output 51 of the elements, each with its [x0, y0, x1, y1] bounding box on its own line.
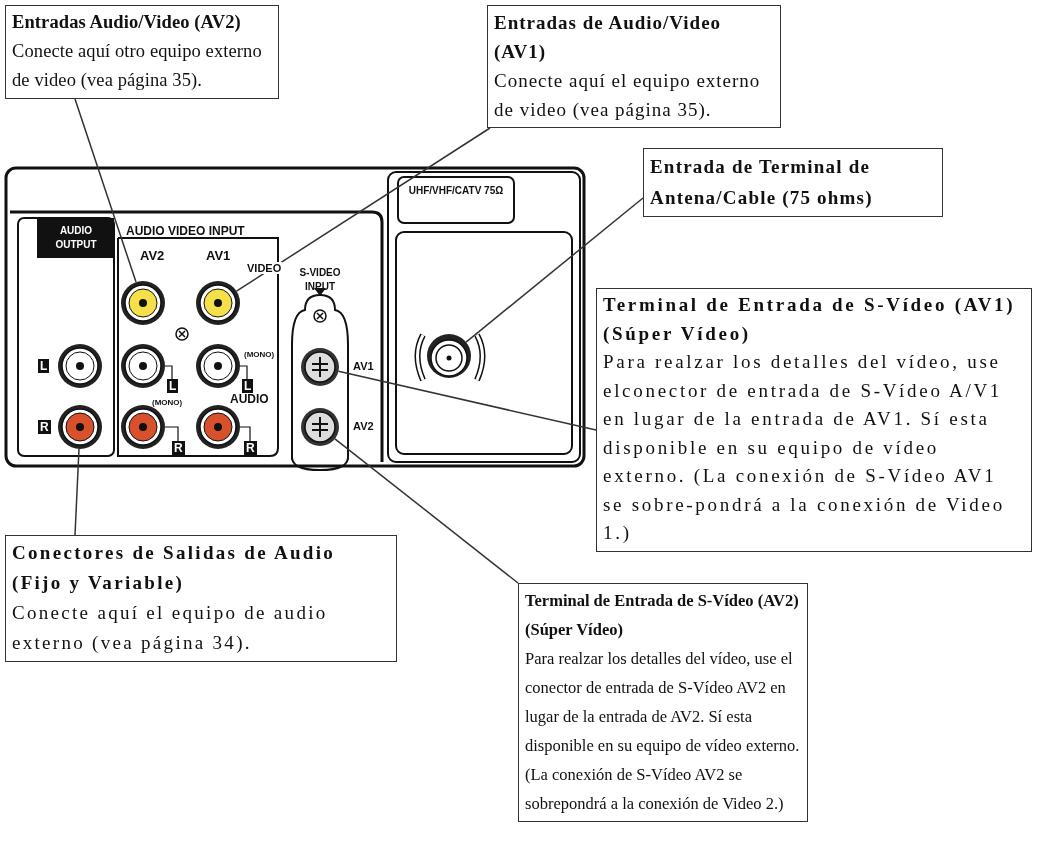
panel-label: VIDEO — [246, 262, 283, 274]
callout-text: Conecte aquí otro equipo externo de video (vea página 35). — [12, 40, 263, 92]
s-video-jack — [301, 408, 339, 446]
callout-heading: Conectores de Salidas de Audio (Fijo y Variable) — [12, 541, 337, 595]
leader-line — [235, 127, 491, 292]
rca-jack — [196, 281, 240, 325]
callout-box — [487, 5, 781, 128]
callout-heading: Entradas de Audio/Video (AV1) — [494, 11, 723, 64]
rca-jack — [58, 344, 102, 388]
panel-label: AV2 — [140, 248, 165, 263]
panel-label: AV1 — [353, 360, 374, 372]
callout-box — [643, 148, 943, 217]
callout-heading: Terminal de Entrada de S-Vídeo (AV2) (Súper Vídeo) — [525, 590, 800, 641]
panel-label: AUDIO — [230, 392, 269, 406]
rca-jack — [58, 405, 102, 449]
callout-box — [5, 535, 397, 662]
callout-heading: Entrada de Terminal de Antena/Cable (75 ohms) — [650, 155, 874, 210]
rca-jack — [196, 405, 240, 449]
channel-marker: L — [167, 379, 179, 393]
coaxial-connector — [427, 334, 471, 378]
panel-label: UHF/VHF/CATV 75Ω — [407, 184, 505, 198]
panel-label: (MONO) — [152, 398, 183, 407]
leader-line — [74, 98, 137, 283]
leader-line — [74, 448, 80, 536]
callout-box — [518, 583, 808, 822]
callout-box — [596, 288, 1032, 552]
channel-marker: R — [38, 420, 51, 434]
rca-jack — [121, 281, 165, 325]
rca-jack — [121, 405, 165, 449]
panel-label: AV1 — [206, 248, 231, 263]
panel-label: AV2 — [353, 420, 374, 432]
s-video-jack — [301, 348, 339, 386]
leader-line — [334, 438, 519, 584]
callout-heading: Terminal de Entrada de S-Vídeo (AV1) (Súper Vídeo) — [603, 293, 1017, 346]
callout-text: Conecte aquí el equipo de audio externo (vea página 34). — [12, 601, 329, 655]
callout-text: Para realzar los detalles del vídeo, use el conector de entrada de S-Vídeo AV2 en lugar de la entrada de AV2. Sí esta disponible en su equipo de vídeo externo. (La conexión de S-Vídeo AV2 se sobrepondrá a la conexión de Video 2.) — [525, 648, 801, 815]
channel-marker: L — [38, 359, 50, 373]
callout-text: Conecte aquí el equipo externo de video (vea página 35). — [494, 69, 762, 122]
panel-label: S-VIDEO INPUT — [298, 266, 342, 294]
callout-box — [5, 5, 279, 99]
rca-jack — [121, 344, 165, 388]
rca-jack — [196, 344, 240, 388]
channel-marker: R — [244, 441, 257, 455]
callout-heading: Entradas Audio/Video (AV2) — [12, 11, 242, 34]
channel-marker: L — [242, 379, 254, 393]
panel-label: AUDIO OUTPUT — [54, 224, 98, 252]
panel-label: AUDIO VIDEO INPUT — [126, 224, 245, 238]
leader-line — [337, 370, 597, 431]
leader-line — [465, 197, 644, 343]
channel-marker: R — [172, 441, 185, 455]
callout-text: Para realzar los detalles del vídeo, use elconector de entrada de S-Vídeo A/V1 en lugar de la entrada de AV1. Sí esta disponible en su equipo de vídeo externo. (La conexión de S-Vídeo AV1 se sobre-pondrá a la conexión de Video 1.) — [603, 350, 1006, 545]
